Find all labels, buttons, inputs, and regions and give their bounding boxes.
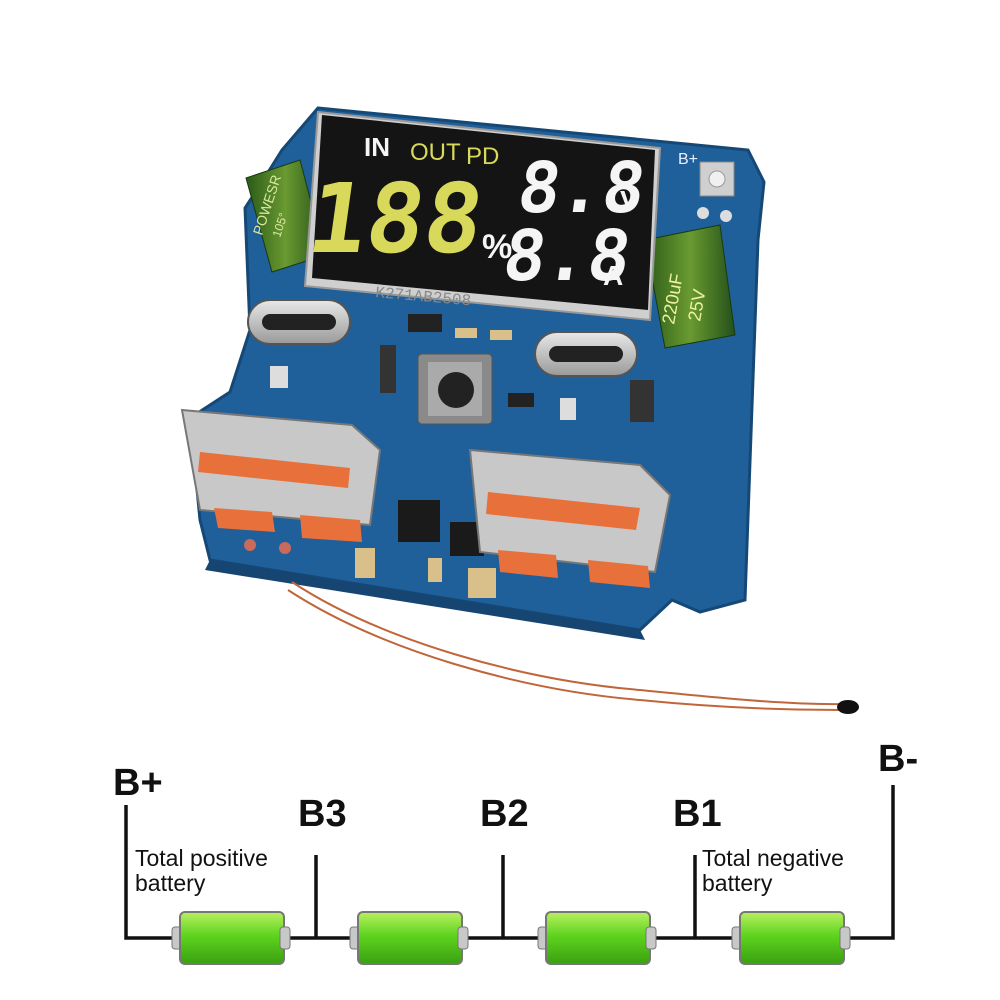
- label-b2: B2: [480, 793, 529, 835]
- note-negative-line1: Total negative: [702, 845, 844, 871]
- thermistor-bead: [837, 700, 859, 714]
- battery-wiring: [124, 785, 895, 940]
- label-b3: B3: [298, 793, 347, 835]
- note-total-negative: Total negative battery: [702, 846, 844, 896]
- lcd-percent-symbol: %: [482, 228, 512, 266]
- note-positive-line2: battery: [135, 870, 206, 896]
- note-total-positive: Total positive battery: [135, 846, 268, 896]
- battery-cell-3: [537, 911, 657, 965]
- lcd-current-digits: 8.8: [498, 215, 636, 297]
- usb-a-port-left: [180, 408, 382, 542]
- thermistor: [287, 581, 859, 714]
- note-negative-line2: battery: [702, 870, 773, 896]
- bplus-silkscreen: B+: [678, 151, 698, 168]
- lcd-voltage-digits: 8.8: [513, 147, 651, 229]
- lcd-in-label: IN: [364, 132, 390, 162]
- lcd-pd-label: PD: [466, 143, 499, 170]
- label-b1: B1: [673, 793, 722, 835]
- lcd-out-label: OUT: [410, 139, 461, 166]
- note-positive-line1: Total positive: [135, 845, 268, 871]
- battery-cell-4: [731, 911, 851, 965]
- capacitor-right: 220uF 25V: [644, 224, 736, 349]
- battery-cell-2: [349, 911, 469, 965]
- wire-b-plus: [124, 805, 178, 940]
- label-b-plus: B+: [113, 762, 163, 804]
- label-b-minus: B-: [878, 738, 919, 780]
- lcd-display: K271AB2508 IN OUT PD 188 % 8.8 V 8.8 A: [301, 110, 662, 322]
- lcd-current-unit: A: [603, 260, 623, 291]
- lcd-voltage-unit: V: [620, 185, 639, 216]
- lcd-percent-digits: 188: [301, 162, 490, 274]
- battery-cell-1: [171, 911, 291, 965]
- wire-b-minus: [842, 785, 895, 940]
- usb-a-port-right: [468, 448, 672, 588]
